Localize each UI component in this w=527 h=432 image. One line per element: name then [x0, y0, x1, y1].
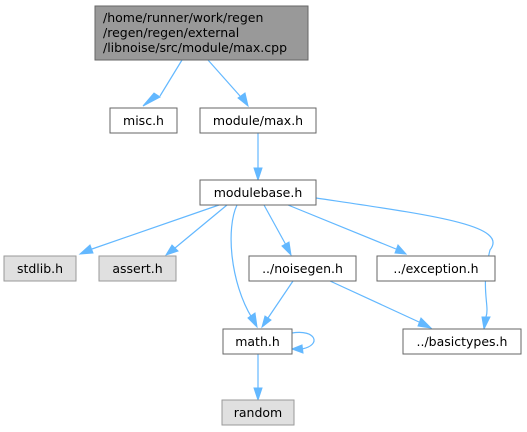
edge-line: [329, 280, 420, 323]
edge-line: [174, 204, 228, 249]
node-label: random: [234, 405, 282, 420]
edge-arrowhead: [394, 244, 408, 255]
edge-modulebase_h-to-exception_h: [287, 204, 408, 255]
node-box: [109, 107, 178, 134]
edge-line: [315, 197, 494, 318]
node-math-h[interactable]: math.h: [222, 328, 293, 355]
node-box: [402, 328, 522, 355]
edge-line: [91, 204, 220, 250]
edge-arrowhead: [253, 167, 263, 182]
node-label: stdlib.h: [17, 261, 63, 276]
node-label-line: /regen/regen/external: [103, 25, 239, 40]
edge-line: [287, 204, 397, 250]
node-box: [3, 255, 77, 282]
node-box: [94, 5, 309, 61]
edge-module_max_h-to-modulebase_h: [253, 133, 263, 182]
edge-line: [291, 331, 315, 350]
node-label-line: /home/runner/work/regen: [103, 10, 263, 25]
node-label: module/max.h: [213, 113, 303, 128]
node-basictypes-h[interactable]: ../basictypes.h: [402, 328, 522, 355]
edge-noisegen_h-to-basictypes_h: [329, 280, 433, 329]
edge-arrowhead: [261, 315, 272, 329]
node-label: math.h: [235, 334, 280, 349]
node-box: [248, 255, 357, 282]
edge-math_h-to-math_h: [290, 331, 315, 354]
node-box: [199, 107, 317, 134]
edge-line: [159, 59, 183, 97]
node-module-max-h[interactable]: module/max.h: [199, 107, 317, 134]
node-label-line: /libnoise/src/module/max.cpp: [103, 40, 287, 55]
nodes-layer: /home/runner/work/regen/regen/regen/exte…: [3, 5, 522, 426]
node-max-cpp[interactable]: /home/runner/work/regen/regen/regen/exte…: [94, 5, 309, 61]
node-label: ../noisegen.h: [262, 261, 343, 276]
node-box: [221, 399, 295, 426]
edge-max_cpp-to-misc_h: [142, 59, 183, 107]
node-assert-h: assert.h: [98, 255, 177, 282]
edge-arrowhead: [281, 241, 292, 257]
edge-arrowhead: [253, 387, 263, 402]
edges-layer: [78, 59, 494, 402]
node-random: random: [221, 399, 295, 426]
node-label: misc.h: [123, 113, 164, 128]
edge-modulebase_h-to-stdlib_h: [78, 204, 220, 255]
edge-max_cpp-to-module_max_h: [207, 59, 249, 108]
node-label: ../basictypes.h: [417, 334, 508, 349]
node-box: [222, 328, 293, 355]
edge-math_h-to-random: [253, 354, 263, 402]
edge-arrowhead: [417, 317, 433, 329]
edge-arrowhead: [237, 92, 249, 108]
edge-arrowhead: [290, 344, 304, 354]
edge-modulebase_h-to-noisegen_h: [263, 204, 292, 257]
edge-arrowhead: [481, 316, 491, 331]
node-box: [376, 255, 496, 282]
edge-line: [267, 280, 294, 319]
edge-line: [263, 204, 287, 246]
edge-arrowhead: [78, 244, 94, 255]
edge-modulebase_h-to-assert_h: [164, 204, 228, 256]
edge-line: [230, 204, 253, 319]
node-modulebase-h[interactable]: modulebase.h: [199, 179, 317, 206]
edge-arrowhead: [164, 244, 179, 256]
edge-noisegen_h-to-math_h: [261, 280, 294, 329]
node-box: [199, 179, 317, 206]
edge-modulebase_h-to-math_h: [230, 204, 258, 329]
edge-line: [207, 59, 241, 97]
node-label: ../exception.h: [393, 261, 478, 276]
edge-arrowhead: [247, 312, 258, 329]
node-stdlib-h: stdlib.h: [3, 255, 77, 282]
edge-arrowhead: [142, 92, 161, 107]
node-box: [98, 255, 177, 282]
node-label: assert.h: [112, 261, 162, 276]
node-misc-h[interactable]: misc.h: [109, 107, 178, 134]
node-exception-h[interactable]: ../exception.h: [376, 255, 496, 282]
edge-modulebase_h-to-basictypes_h: [315, 197, 494, 331]
node-noisegen-h[interactable]: ../noisegen.h: [248, 255, 357, 282]
node-label: modulebase.h: [214, 185, 303, 200]
